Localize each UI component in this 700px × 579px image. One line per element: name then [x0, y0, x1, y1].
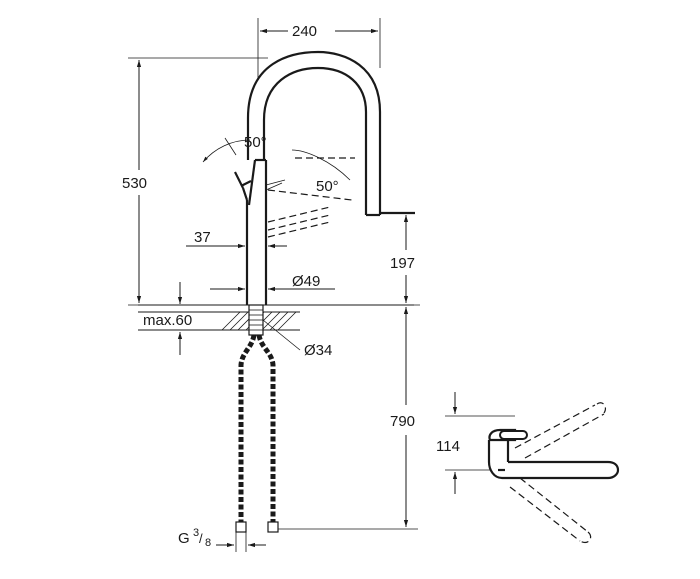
hose-length-dimension: 790	[278, 307, 418, 530]
reach-label: 240	[292, 23, 317, 40]
countertop-section	[138, 304, 414, 336]
side-view: 114	[436, 392, 620, 544]
spout-angle-label: 50°	[316, 178, 339, 195]
connection-numerator: 3	[193, 527, 199, 539]
supply-hoses	[235, 334, 279, 533]
max-thickness-label: max.60	[143, 312, 192, 329]
height-label: 530	[122, 175, 147, 192]
connection-thread-dimension: G 3 / 8	[178, 527, 266, 552]
connection-main-label: G	[178, 530, 190, 547]
hose-length-label: 790	[390, 413, 415, 430]
lever-angle-label: 50°	[244, 134, 267, 151]
hole-diameter-dimension: Ø34	[262, 319, 332, 359]
faucet-body	[234, 50, 415, 305]
clearance-label: 197	[390, 255, 415, 272]
offset-label: 37	[194, 229, 211, 246]
hole-diameter-label: Ø34	[304, 342, 332, 359]
side-height-label: 114	[436, 438, 460, 455]
connection-denominator: 8	[205, 537, 211, 549]
body-diameter-dimension: Ø49	[210, 273, 335, 292]
fraction-slash: /	[199, 531, 203, 546]
spout-angle-indicator: 50°	[265, 149, 355, 201]
max-thickness-dimension: max.60	[143, 282, 192, 355]
lever-angle-indicator: 50°	[202, 134, 267, 163]
clearance-dimension: 197	[390, 215, 420, 306]
offset-dimension: 37	[186, 229, 287, 249]
hose-pullout-indicator	[267, 206, 331, 238]
reach-dimension: 240	[257, 18, 381, 80]
body-diameter-label: Ø49	[292, 273, 320, 290]
